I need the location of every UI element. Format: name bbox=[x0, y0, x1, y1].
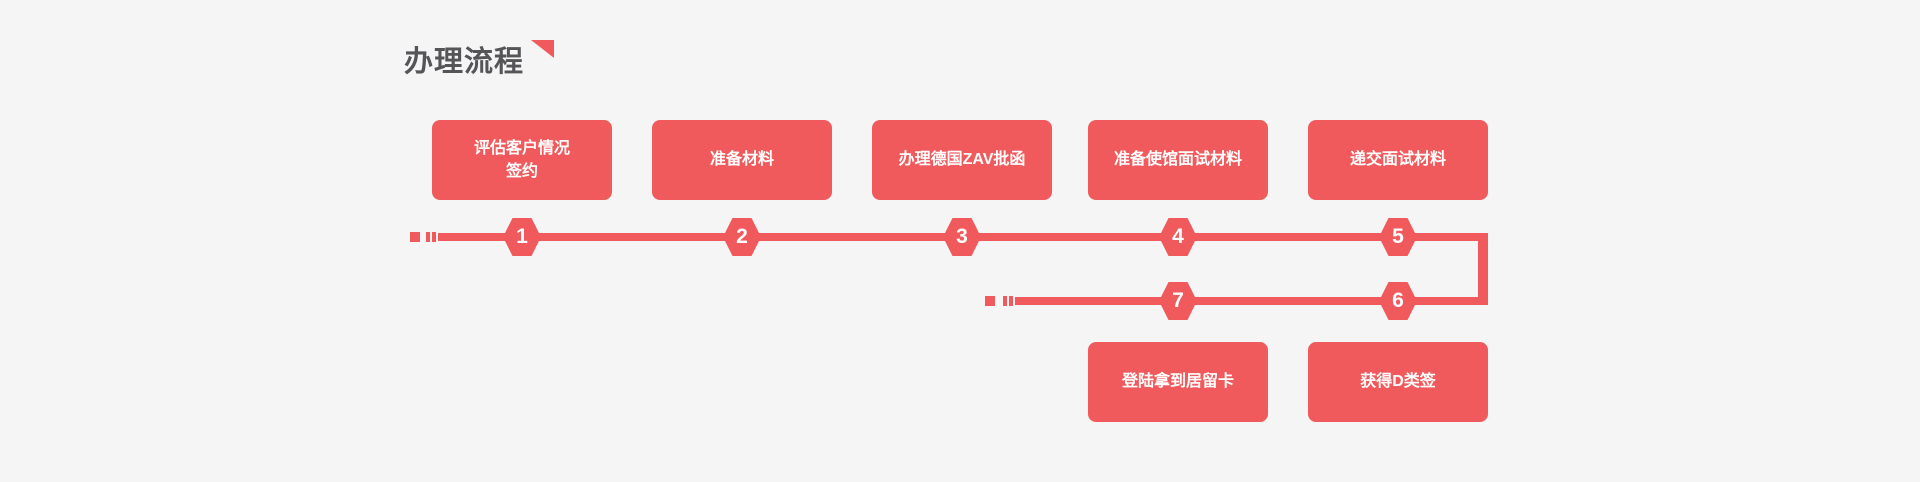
timeline-bottom-line bbox=[1015, 297, 1488, 305]
timeline-start-dash-icon bbox=[426, 232, 430, 242]
step-marker-5: 5 bbox=[1379, 218, 1417, 256]
step-box-7: 登陆拿到居留卡 bbox=[1088, 342, 1268, 422]
step-box-2: 准备材料 bbox=[652, 120, 832, 200]
step-box-4: 准备使馆面试材料 bbox=[1088, 120, 1268, 200]
step-marker-2: 2 bbox=[723, 218, 761, 256]
timeline-start-dash-icon bbox=[1003, 296, 1007, 306]
timeline-start-dash-icon bbox=[1009, 296, 1013, 306]
step-box-3: 办理德国ZAV批函 bbox=[872, 120, 1052, 200]
step-marker-1: 1 bbox=[503, 218, 541, 256]
step-marker-6: 6 bbox=[1379, 282, 1417, 320]
step-box-6: 获得D类签 bbox=[1308, 342, 1488, 422]
step-box-5: 递交面试材料 bbox=[1308, 120, 1488, 200]
corner-flag-icon bbox=[531, 40, 554, 58]
timeline-start-square-bottom bbox=[985, 296, 995, 306]
step-marker-7: 7 bbox=[1159, 282, 1197, 320]
timeline-start-square-top bbox=[410, 232, 420, 242]
step-marker-3: 3 bbox=[943, 218, 981, 256]
timeline-start-dash-icon bbox=[432, 232, 436, 242]
step-marker-4: 4 bbox=[1159, 218, 1197, 256]
timeline-connector bbox=[1478, 233, 1488, 305]
page-title: 办理流程 bbox=[404, 46, 525, 78]
step-box-1: 评估客户情况 签约 bbox=[432, 120, 612, 200]
